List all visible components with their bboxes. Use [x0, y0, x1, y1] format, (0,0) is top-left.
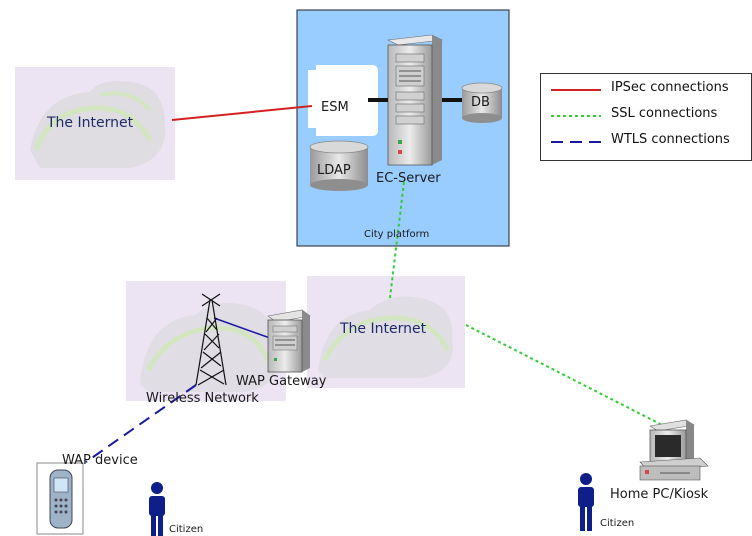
esm-label: ESM	[321, 100, 349, 115]
city-platform-caption: City platform	[364, 229, 430, 240]
internet-cloud-middle	[307, 276, 465, 388]
legend-item-wtls: WTLS connections	[541, 130, 751, 152]
esm-module	[308, 65, 378, 136]
legend-item-ipsec: IPSec connections	[541, 78, 751, 100]
desktop-computer-icon	[639, 419, 709, 481]
legend-ipsec-label: IPSec connections	[611, 80, 729, 95]
wap-device-label: WAP device	[62, 453, 138, 468]
citizen-left-label: Citizen	[169, 524, 204, 535]
home-pc-label: Home PC/Kiosk	[610, 487, 709, 502]
citizen-person-icon-right	[578, 473, 594, 531]
internet-middle-label: The Internet	[340, 321, 427, 337]
ipsec-connection	[171, 105, 313, 121]
db-label: DB	[471, 95, 490, 110]
legend-wtls-swatch	[551, 141, 601, 143]
ec-server-label: EC-Server	[376, 171, 441, 186]
internet-cloud-top	[15, 67, 175, 180]
citizen-person-icon-left	[149, 482, 165, 536]
radio-tower-icon	[195, 293, 227, 386]
legend-ssl-label: SSL connections	[611, 106, 718, 121]
internet-top-label: The Internet	[47, 115, 134, 131]
mobile-phone-icon	[36, 462, 84, 535]
legend-wtls-label: WTLS connections	[611, 132, 730, 147]
db-database-icon	[461, 82, 503, 123]
legend-item-ssl: SSL connections	[541, 104, 751, 126]
ssl-connection-server	[389, 181, 405, 299]
ec-server-icon	[386, 34, 444, 166]
tower-gateway-link	[213, 317, 271, 339]
wap-gateway-server-icon	[267, 309, 311, 373]
legend-ssl-swatch	[551, 115, 601, 117]
ssl-connection-pc	[465, 324, 669, 429]
wap-gateway-label: WAP Gateway	[236, 374, 327, 389]
legend-ipsec-swatch	[551, 89, 601, 91]
ldap-database-icon	[309, 140, 369, 191]
connection-lines	[85, 105, 669, 463]
ldap-label: LDAP	[317, 163, 351, 178]
wtls-connection	[85, 384, 197, 463]
wireless-network-label: Wireless Network	[146, 391, 259, 406]
legend: IPSec connections SSL connections WTLS c…	[540, 73, 752, 161]
citizen-right-label: Citizen	[600, 518, 635, 529]
wireless-network-cloud	[126, 281, 286, 401]
